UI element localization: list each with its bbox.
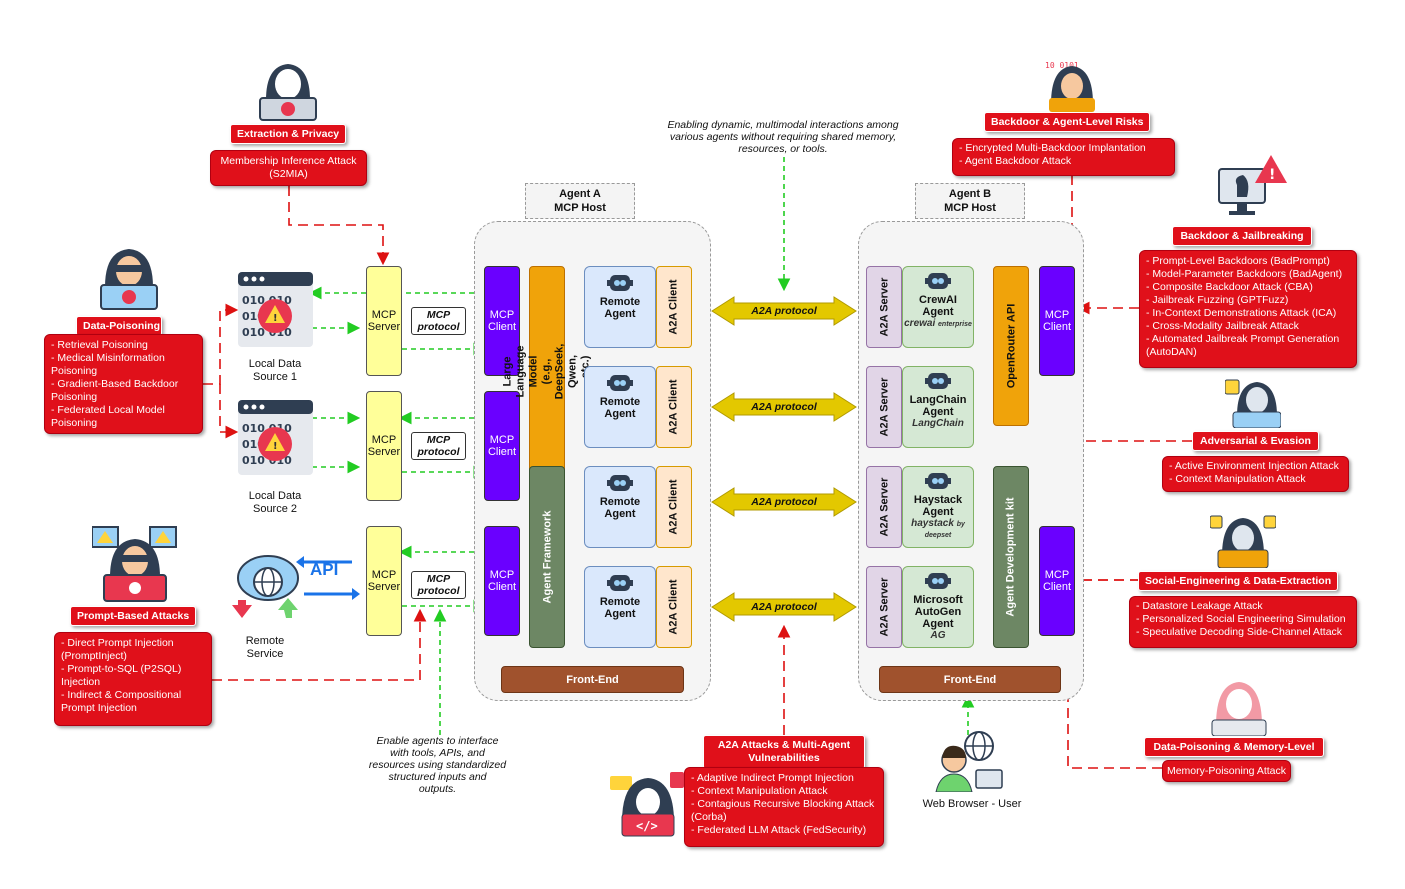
threat-prompt-title: Prompt-Based Attacks [70, 606, 196, 626]
agent-a-name: Agent A [559, 188, 601, 200]
robot-icon [903, 369, 973, 394]
hacker-icon: 10 0101 [1045, 58, 1099, 112]
threat-memory-title: Data-Poisoning & Memory-Level [1144, 737, 1324, 757]
threat-backdoor-jailbreak-title: Backdoor & Jailbreaking [1172, 226, 1312, 246]
agent-b-role: MCP Host [944, 202, 996, 214]
agent-b-label: Agent B MCP Host [915, 183, 1025, 219]
robot-icon [903, 569, 973, 594]
svg-text:!: ! [273, 313, 278, 324]
framework-logo: crewai enterprise [904, 318, 972, 329]
llm-box: Large Language Model (e.g., DeepSeek, Qw… [502, 266, 592, 476]
chess-warning-icon: ! [1217, 155, 1287, 220]
framework-logo: AG [930, 630, 946, 641]
svg-text:</>: </> [636, 819, 658, 833]
threat-backdoor-agent-title: Backdoor & Agent-Level Risks [984, 112, 1150, 132]
svg-text:!: ! [273, 441, 278, 452]
a2a-server-3: A2A Server [866, 466, 902, 548]
threat-adversarial-box: - Active Environment Injection Attack- C… [1162, 456, 1349, 492]
a2a-server-4: A2A Server [866, 566, 902, 648]
threat-prompt-box: - Direct Prompt Injection (PromptInject)… [54, 632, 212, 726]
agent-b-name: Agent B [948, 188, 992, 200]
a2a-protocol-label-1: A2A protocol [751, 305, 817, 317]
threat-extraction-box: Membership Inference Attack(S2MIA) [210, 150, 367, 186]
framework-logo: LangChain [912, 418, 964, 429]
code-hacker-icon: </> [610, 770, 686, 838]
framework-logo: haystack by deepset [911, 518, 965, 539]
svg-text:!: ! [1269, 167, 1275, 183]
hacker-icon [258, 60, 318, 122]
threat-extraction-title: Extraction & Privacy [230, 124, 346, 144]
threat-data-poisoning-box: - Retrieval Poisoning- Medical Misinform… [44, 334, 203, 434]
threat-adversarial-title: Adversarial & Evasion [1192, 431, 1319, 451]
agent-a-role: MCP Host [554, 202, 606, 214]
hacker-icon [1210, 678, 1268, 737]
a2a-protocol-label-2: A2A protocol [751, 401, 817, 413]
a2a-server-1: A2A Server [866, 266, 902, 348]
a2a-client-1: A2A Client [656, 266, 692, 348]
agent-framework-box: Agent Framework [529, 466, 565, 648]
hacker-icon [1209, 512, 1277, 569]
hacker-icon [91, 525, 178, 603]
threat-social-title: Social-Engineering & Data-Extraction [1138, 571, 1338, 591]
a2a-client-4: A2A Client [656, 566, 692, 648]
agent-a-front-end: Front-End [501, 666, 684, 693]
a2a-server-2: A2A Server [866, 366, 902, 448]
a2a-protocol-label-3: A2A protocol [751, 496, 817, 508]
hacker-icon [1224, 378, 1282, 429]
threat-backdoor-agent-box: - Encrypted Multi-Backdoor Implantation-… [952, 138, 1175, 176]
robot-icon [585, 371, 655, 396]
openrouter-api-box: OpenRouter API [993, 266, 1029, 426]
web-browser-user-label: Web Browser - User [922, 798, 1022, 810]
cloud-globe-icon [232, 550, 362, 625]
hacker-icon [97, 245, 161, 311]
svg-text:10 0101: 10 0101 [1045, 61, 1079, 70]
threat-data-poisoning-title: Data-Poisoning [76, 316, 162, 336]
api-label: API [310, 560, 339, 579]
a2a-client-2: A2A Client [656, 366, 692, 448]
agent-development-kit-box: Agent Development kit [993, 466, 1029, 648]
robot-icon [903, 269, 973, 294]
robot-icon [903, 469, 973, 494]
robot-icon [585, 571, 655, 596]
a2a-client-3: A2A Client [656, 466, 692, 548]
a2a-note: Enabling dynamic, multimodal interaction… [667, 119, 899, 155]
threat-memory-box: Memory-Poisoning Attack [1162, 760, 1291, 782]
threat-a2a-box: - Adaptive Indirect Prompt Injection- Co… [684, 767, 884, 847]
a2a-protocol-label-4: A2A protocol [751, 601, 817, 613]
user-browser-icon [934, 730, 1004, 793]
threat-backdoor-jailbreak-box: - Prompt-Level Backdoors (BadPrompt)- Mo… [1139, 250, 1357, 368]
robot-icon [585, 471, 655, 496]
agent-a-label: Agent A MCP Host [525, 183, 635, 219]
robot-icon [585, 271, 655, 296]
agent-b-front-end: Front-End [879, 666, 1061, 693]
threat-social-box: - Datastore Leakage Attack- Personalized… [1129, 596, 1357, 648]
